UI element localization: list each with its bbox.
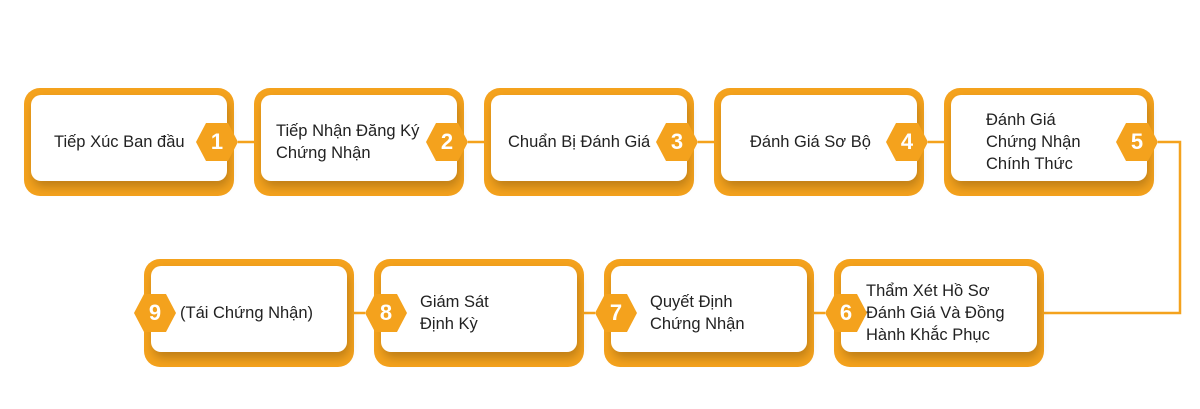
step-4-line-1: Đánh Giá Sơ Bộ [750,133,871,151]
step-6-line-2: Đánh Giá Và Đồng [866,304,1005,322]
step-4: Đánh Giá Sơ Bộ [714,88,924,196]
hexagon-icon [365,294,407,332]
hexagon-icon [196,123,238,161]
hexagon-icon [134,294,176,332]
step-8-line-2: Định Kỳ [420,315,478,333]
step-card [261,95,457,181]
step-1-label: Tiếp Xúc Ban đầu [54,102,204,182]
step-3-label: Chuẩn Bị Đánh Giá [508,102,668,182]
step-8: Giám Sát Định Kỳ [374,259,584,367]
step-6: Thẩm Xét Hồ Sơ Đánh Giá Và Đồng Hành Khắ… [834,259,1044,367]
hexagon-icon [595,294,637,332]
step-6-label: Thẩm Xét Hồ Sơ Đánh Giá Và Đồng Hành Khắ… [866,271,1036,355]
step-9-number-badge: 9 [134,294,176,332]
step-5-line-3: Chính Thức [986,155,1073,173]
step-9-label: (Tái Chứng Nhận) [180,273,340,353]
step-1-line-1: Tiếp Xúc Ban đầu [54,133,185,151]
step-6-line-1: Thẩm Xét Hồ Sơ [866,282,990,300]
step-8-number-badge: 8 [365,294,407,332]
step-5: Đánh Giá Chứng Nhận Chính Thức [944,88,1154,196]
step-1: Tiếp Xúc Ban đầu [24,88,234,196]
step-6-line-3: Hành Khắc Phục [866,326,990,344]
step-card [151,266,347,352]
step-7-number-badge: 7 [595,294,637,332]
step-card [491,95,687,181]
step-2-number-badge: 2 [426,123,468,161]
step-card [721,95,917,181]
step-8-number: 8 [379,300,393,325]
step-2-line-1: Tiếp Nhận Đăng Ký [276,122,420,140]
step-card [841,266,1037,352]
step-8-label: Giám Sát Định Kỳ [420,273,560,353]
step-2-line-2: Chứng Nhận [276,144,371,162]
step-2-label: Tiếp Nhận Đăng Ký Chứng Nhận [276,102,436,182]
step-4-label: Đánh Giá Sơ Bộ [750,102,900,182]
step-4-number-badge: 4 [886,123,928,161]
step-9-number: 9 [148,300,162,325]
step-5-number: 5 [1130,129,1144,154]
step-card [951,95,1147,181]
step-5-number-badge: 5 [1116,123,1158,161]
step-6-number-badge: 6 [825,294,867,332]
step-7-line-1: Quyết Định [650,293,733,311]
step-5-line-2: Chứng Nhận [986,133,1081,151]
hexagon-icon [656,123,698,161]
step-7-number: 7 [609,300,623,325]
step-3-line-1: Chuẩn Bị Đánh Giá [508,133,651,151]
step-1-number: 1 [210,129,224,154]
step-7: Quyết Định Chứng Nhận [604,259,814,367]
step-4-number: 4 [900,129,914,154]
hexagon-icon [825,294,867,332]
hexagon-icon [886,123,928,161]
step-card [31,95,227,181]
hexagon-icon [426,123,468,161]
step-9-line-1: (Tái Chứng Nhận) [180,304,314,322]
step-8-line-1: Giám Sát [420,293,489,311]
step-card [381,266,577,352]
step-6-number: 6 [839,300,853,325]
step-1-number-badge: 1 [196,123,238,161]
step-5-label: Đánh Giá Chứng Nhận Chính Thức [986,100,1136,184]
step-7-label: Quyết Định Chứng Nhận [650,273,790,353]
step-7-line-2: Chứng Nhận [650,315,745,333]
step-card [611,266,807,352]
connector-5-6 [1028,140,1182,315]
step-2-number: 2 [440,129,454,154]
step-5-line-1: Đánh Giá [986,111,1056,129]
step-3-number-badge: 3 [656,123,698,161]
hexagon-icon [1116,123,1158,161]
step-3-number: 3 [670,129,684,154]
step-9: (Tái Chứng Nhận) [144,259,354,367]
